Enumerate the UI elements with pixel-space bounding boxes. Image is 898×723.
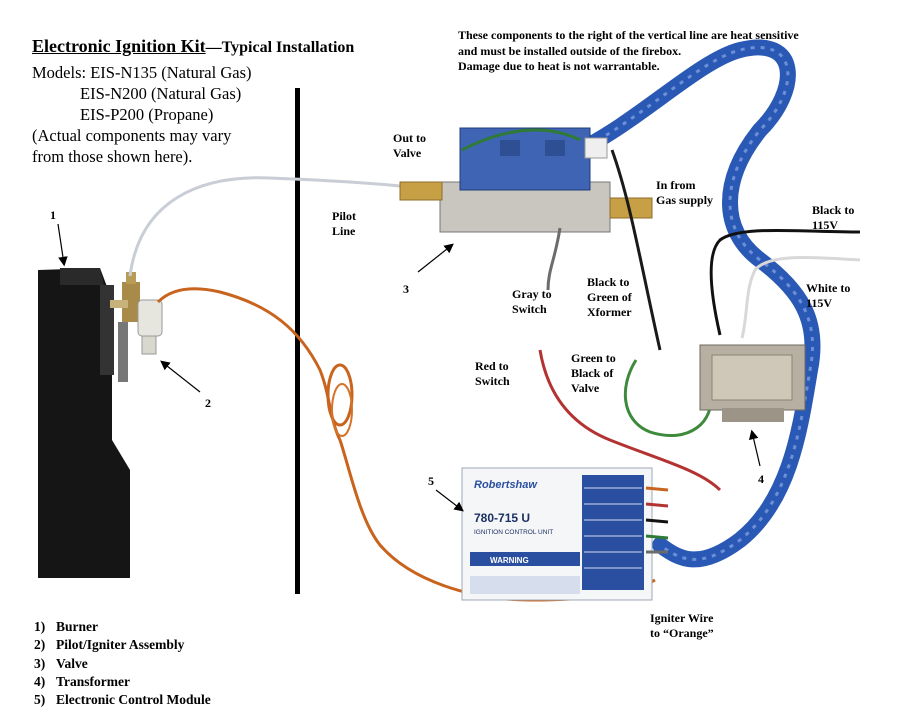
valve [399, 127, 653, 233]
warning-line: and must be installed outside of the fir… [458, 43, 682, 58]
black-115v-wire [709, 228, 861, 336]
label-black-to-green: Black to Green of Xformer [587, 275, 632, 319]
title-main: Electronic Ignition Kit [32, 36, 206, 56]
callout-arrow-1 [57, 223, 68, 267]
label-igniter-wire: Igniter Wire to “Orange” [650, 611, 714, 640]
black-wire-valve [610, 149, 662, 351]
green-wire-valve [461, 128, 581, 152]
white-115v-wire [740, 255, 861, 339]
heat-warning: These components to the right of the ver… [458, 28, 799, 75]
callout-2: 2 [205, 396, 211, 410]
models-line: EIS-P200 (Propane) [80, 105, 214, 124]
transformer [699, 344, 806, 422]
label-gray-to-switch: Gray to Switch [512, 287, 552, 316]
label-red-to-switch: Red to Switch [475, 359, 510, 388]
title-sub: —Typical Installation [205, 39, 355, 56]
label-green-to-black: Green to Black of Valve [571, 351, 616, 395]
callout-4: 4 [758, 472, 764, 486]
control-module [461, 467, 669, 601]
blue-cable [572, 39, 821, 568]
label-black-to-115v: Black to 115V [812, 203, 855, 232]
legend-item: 1)Burner [34, 619, 98, 634]
callout-5: 5 [428, 474, 434, 488]
models-note: (Actual components may vary [32, 126, 232, 145]
callout-1: 1 [50, 208, 56, 222]
label-in-from-gas: In from Gas supply [656, 178, 714, 207]
legend-item: 5)Electronic Control Module [34, 692, 211, 708]
module-brand: Robertshaw [474, 479, 538, 491]
igniter-wire-coil [326, 363, 354, 427]
firebox-divider-line [295, 88, 300, 594]
label-white-to-115v: White to 115V [806, 281, 851, 310]
burner [38, 268, 130, 578]
pilot-line-tube [128, 176, 401, 277]
models-line: Models: EIS-N135 (Natural Gas) [32, 63, 252, 82]
callout-arrow-3 [417, 243, 454, 273]
red-wire [538, 349, 722, 492]
callout-arrow-2 [160, 360, 201, 393]
green-wire-xformer [623, 359, 713, 438]
legend-item: 2)Pilot/Igniter Assembly [34, 637, 185, 653]
component-legend: 1)Burner 2)Pilot/Igniter Assembly 3)Valv… [34, 618, 211, 709]
warning-line: Damage due to heat is not warrantable. [458, 59, 660, 73]
callout-arrow-4 [748, 429, 761, 467]
callout-arrow-5 [435, 489, 464, 512]
pilot-igniter-assembly [110, 272, 163, 382]
module-warning: WARNING [490, 556, 529, 565]
legend-item: 4)Transformer [34, 673, 130, 689]
label-pilot-line: Pilot Line [332, 209, 356, 238]
legend-item: 3)Valve [34, 655, 88, 671]
label-out-to-valve: Out to Valve [393, 131, 426, 160]
gray-wire [546, 227, 562, 291]
models-note: from those shown here). [32, 147, 193, 166]
callout-3: 3 [403, 282, 409, 296]
models-line: EIS-N200 (Natural Gas) [80, 84, 242, 103]
module-unit: IGNITION CONTROL UNIT [474, 529, 553, 536]
module-model: 780-715 U [474, 511, 530, 525]
diagram-title: Electronic Ignition Kit—Typical Installa… [32, 36, 354, 57]
warning-line: These components to the right of the ver… [458, 28, 799, 42]
models-block: Models: EIS-N135 (Natural Gas) EIS-N200 … [32, 62, 252, 167]
